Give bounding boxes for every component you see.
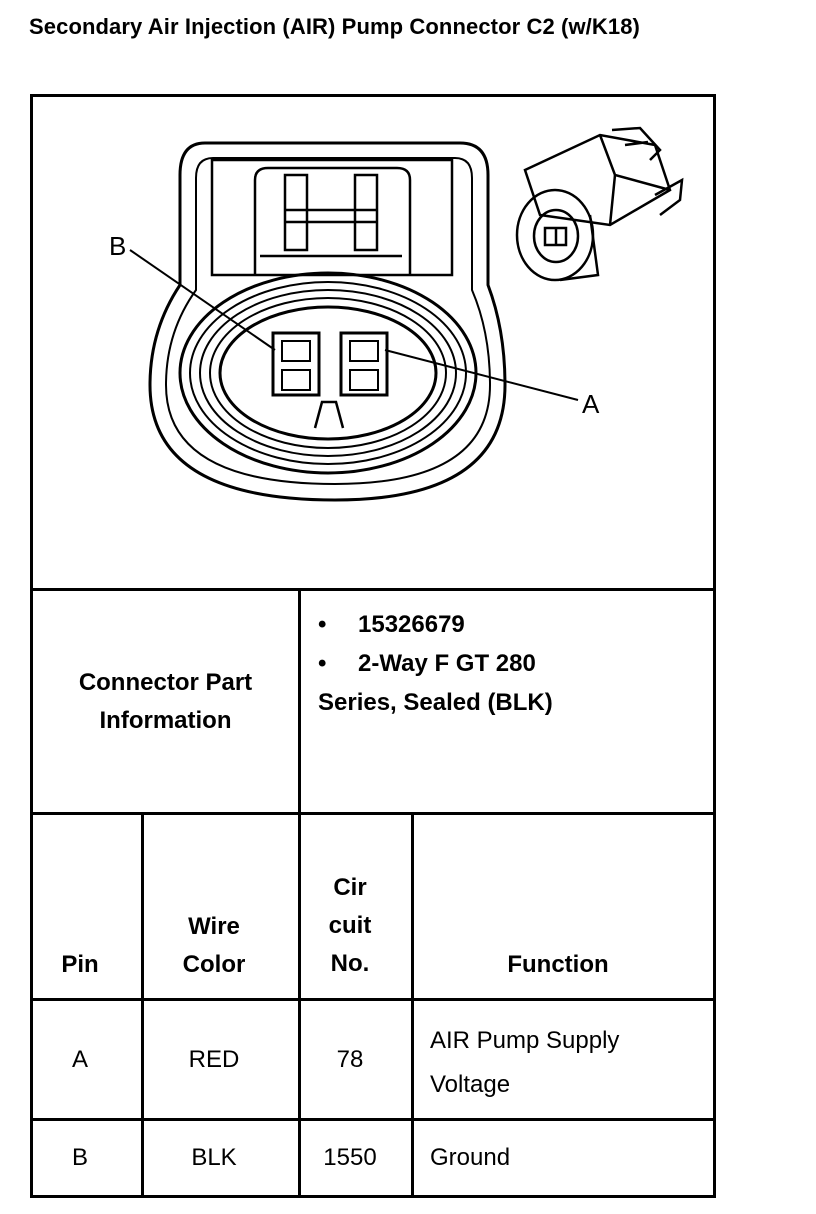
row-b-wire-color: BLK: [191, 1144, 237, 1171]
header-function: Function: [507, 951, 609, 978]
table-row-divider: [30, 1118, 716, 1121]
table-col-divider-1: [141, 812, 144, 1198]
row-b-circuit: 1550: [323, 1144, 377, 1171]
divider-partinfo: [298, 588, 301, 814]
connector-face-drawing: [148, 141, 507, 502]
divider-partinfo-bottom: [30, 812, 716, 815]
row-a-function: AIR Pump Supply Voltage: [430, 1027, 620, 1098]
row-a-circuit: 78: [336, 1046, 364, 1073]
row-a-wire-color: RED: [188, 1046, 240, 1073]
part-info-label: Connector Part Information: [78, 669, 253, 734]
part-number-item: •15326679: [318, 611, 465, 638]
connector-diagram: B A: [109, 126, 684, 502]
row-a-pin: A: [71, 1046, 88, 1073]
connector-3d-view: [515, 126, 684, 282]
leader-line-a: [384, 349, 579, 401]
divider-diagram: [30, 588, 716, 591]
pin-label-a: A: [582, 389, 600, 419]
leader-line-b: [129, 249, 276, 351]
table-col-divider-3: [411, 812, 414, 1198]
part-description-continuation: Series, Sealed (BLK): [318, 689, 553, 716]
header-circuit-no: Cir cuit No.: [328, 874, 372, 977]
page-title: Secondary Air Injection (AIR) Pump Conne…: [29, 14, 640, 39]
row-b-function: Ground: [430, 1144, 511, 1171]
table-header-divider: [30, 998, 716, 1001]
table-col-divider-2: [298, 812, 301, 1198]
row-b-pin: B: [71, 1144, 88, 1171]
part-info-list: •15326679 •2-Way F GT 280 Series, Sealed…: [318, 605, 553, 722]
pin-label-b: B: [109, 231, 126, 261]
pin-leader-lines: [129, 249, 579, 401]
header-wire-color: Wire Color: [182, 913, 246, 978]
connector-frame: [30, 94, 716, 1198]
part-description-item: •2-Way F GT 280: [318, 650, 536, 677]
header-pin: Pin: [61, 951, 99, 978]
